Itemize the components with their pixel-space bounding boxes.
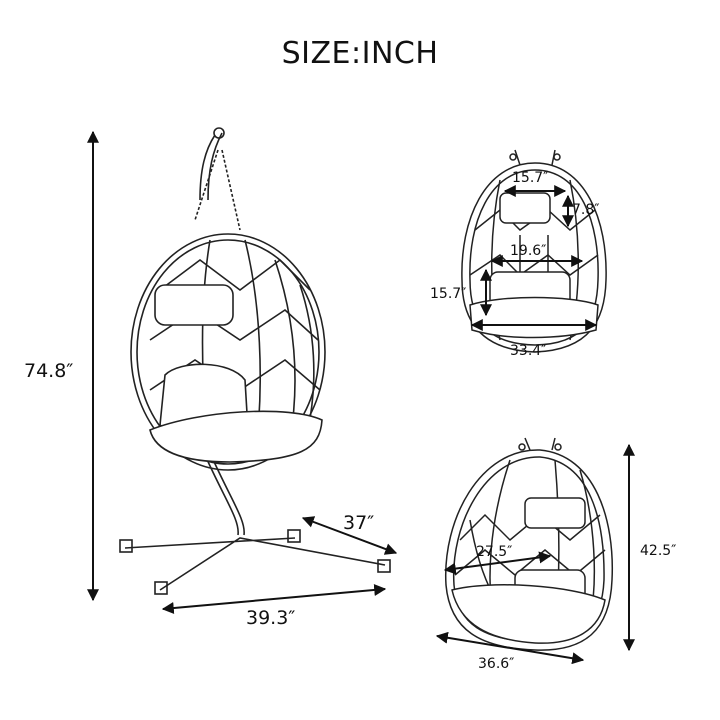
- basket-width-label: 36.6″: [478, 656, 515, 672]
- basket-width-arrow: [435, 631, 585, 665]
- seat-depth-label: 27.5″: [476, 544, 513, 560]
- headrest-width-label: 15.7″: [512, 170, 549, 186]
- size-unit-title: SIZE:INCH: [281, 36, 439, 71]
- back-height-label: 15.7″: [430, 286, 467, 302]
- basket-height-label: 42.5″: [640, 543, 677, 559]
- base-depth-label: 37″: [343, 512, 375, 534]
- seat-width-label: 33.4″: [510, 343, 547, 359]
- angled-view-chair: [445, 437, 614, 651]
- height-label: 74.8″: [24, 360, 74, 382]
- inner-width-label: 19.6″: [510, 243, 547, 259]
- headrest-height-label: 7.8″: [572, 202, 600, 218]
- base-width-arrow: [161, 583, 387, 615]
- seat-depth-arrow: [443, 551, 552, 575]
- base-depth-arrow: [301, 516, 398, 555]
- base-width-label: 39.3″: [246, 607, 296, 629]
- side-view-chair: [119, 127, 391, 595]
